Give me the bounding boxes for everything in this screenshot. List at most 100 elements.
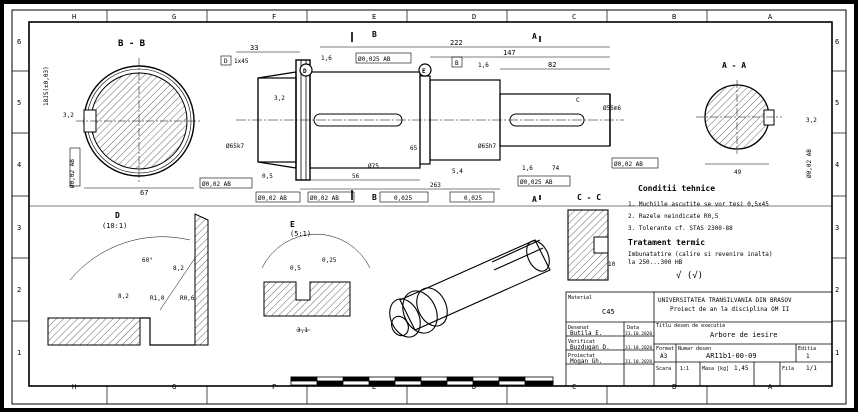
dim-74: 74 xyxy=(552,165,560,172)
tb-editia: 1 xyxy=(806,353,810,360)
section-cc-view: C - C 10 xyxy=(567,193,616,281)
grid-top-0: H xyxy=(72,13,76,21)
grid-ticks xyxy=(12,10,846,404)
detail-d-scale: (10:1) xyxy=(102,222,127,230)
dim-dia-d: Ø65h7 xyxy=(478,143,496,150)
detail-e-scale: (5:1) xyxy=(290,230,311,238)
grid-top-5: C xyxy=(572,13,576,21)
grid-bottom-4: D xyxy=(472,383,476,391)
grid-top-4: D xyxy=(472,13,476,21)
notes-cond-2: 2. Razele neindicate R0,5 xyxy=(628,213,719,220)
grid-right-5: 1 xyxy=(835,349,839,357)
grid-left-1: 5 xyxy=(17,99,21,107)
outer-frame xyxy=(11,9,847,405)
dim-r0-6: R0,6 xyxy=(180,295,195,302)
notes-tt-2: la 250...300 HB xyxy=(628,259,683,266)
grid-left-3: 3 xyxy=(17,224,21,232)
dim-60deg: 60° xyxy=(142,257,153,264)
dim-33: 33 xyxy=(250,44,258,52)
dim-1-6b: 1,6 xyxy=(478,62,489,69)
tb-desenat-label: Desenat xyxy=(568,325,589,331)
tb-project: Proiect de an la disciplina OM II xyxy=(670,306,790,313)
section-aa-view: A - A 49 3,2 Ø0,02 AB xyxy=(696,61,817,178)
dim-0-2: 8,2 xyxy=(118,293,129,300)
dim-1-6: 1,6 xyxy=(321,55,332,62)
notes-tt-title: Tratament termic xyxy=(628,237,705,247)
section-aa-title: A - A xyxy=(722,61,746,70)
tb-desenat: Butila E. xyxy=(570,330,603,337)
dim-65: 65 xyxy=(410,145,418,152)
grid-top-7: A xyxy=(768,13,773,21)
notes-cond-title: Conditii tehnice xyxy=(638,183,715,193)
detail-mark-d: D xyxy=(303,68,307,75)
main-shaft-annotations: B B A A 33 222 147 82 D 1x45 1,6 Ø0,025 … xyxy=(199,30,659,204)
dim-67: 67 xyxy=(140,189,148,197)
tb-date-3: 31.10.2020 xyxy=(625,359,652,365)
dim-49: 49 xyxy=(734,169,742,176)
detail-d-view: D (10:1) 60° 8,2 R1,0 R0,6 8,2 xyxy=(47,211,209,346)
dim-0-5-e: 0,5 xyxy=(290,265,301,272)
title-block xyxy=(565,291,833,387)
dim-r1: R1,0 xyxy=(150,295,165,302)
dim-dia-a: Ø65k7 xyxy=(226,143,244,150)
grid-right-2: 4 xyxy=(835,161,839,169)
dim-5-4: 5,4 xyxy=(452,168,463,175)
dim-3-2: 3,2 xyxy=(274,95,285,102)
tb-verificat-label: Verificat xyxy=(568,339,595,345)
dim-1-6c: 1,6 xyxy=(522,165,533,172)
grid-bottom-6: B xyxy=(672,383,676,391)
tb-masa: 1,45 xyxy=(734,365,749,372)
tb-material: C45 xyxy=(602,308,615,316)
grid-right-0: 6 xyxy=(835,38,839,46)
tol-bb: Ø0,02 AB xyxy=(69,159,76,188)
tol-right-g: Ø0,02 AB xyxy=(614,161,643,168)
notes-tt-1: Imbunatatire (calire si revenire inalta) xyxy=(628,251,773,258)
tb-scara: 1:1 xyxy=(680,366,689,372)
grid-bottom-3: E xyxy=(372,383,376,391)
tol-c: Ø0,02 AB xyxy=(258,195,287,202)
tb-fila-label: Fila xyxy=(782,366,794,372)
notes-roughness: √ (√) xyxy=(676,270,703,281)
section-mark-b-bottom: B xyxy=(372,193,377,202)
grid-right-1: 5 xyxy=(835,99,839,107)
tb-scara-label: Scara xyxy=(656,366,671,372)
grid-top-3: E xyxy=(372,13,376,21)
dim-18js: 18JS(±0,03) xyxy=(43,66,50,106)
tb-title: Arbore de iesire xyxy=(710,331,777,339)
section-cc-title: C - C xyxy=(577,193,601,202)
grid-bottom-2: F xyxy=(272,383,276,391)
datum-d: D xyxy=(224,58,228,65)
dim-0-25: 0,25 xyxy=(322,257,337,264)
tb-data-label: Data xyxy=(627,325,639,331)
grid-top-2: F xyxy=(272,13,276,21)
tol-aa: Ø0,02 AB xyxy=(806,149,813,178)
scale-ruler xyxy=(290,376,554,386)
tol-top-a: Ø0,025 AB xyxy=(358,56,391,63)
grid-top-6: B xyxy=(672,13,676,21)
grid-left-0: 6 xyxy=(17,38,21,46)
dim-82: 82 xyxy=(548,61,556,69)
tb-proiectat-label: Proiectat xyxy=(568,353,595,359)
label-c: C xyxy=(576,97,580,104)
tb-date-1: 31.10.2020 xyxy=(625,331,652,337)
tb-format-label: Format xyxy=(656,346,674,352)
tb-proiectat: Mogan Gh. xyxy=(570,358,603,365)
grid-left-2: 4 xyxy=(17,161,21,169)
dim-75: Ø75 xyxy=(368,163,379,170)
detail-e-title: E xyxy=(290,220,295,229)
inner-frame xyxy=(28,21,833,387)
dim-3-2-bb: 3,2 xyxy=(63,112,74,119)
grid-labels: H G F E D C B A H G F E D C B A 6 5 4 3 … xyxy=(17,13,839,391)
tb-masa-label: Masa [kg] xyxy=(702,366,729,372)
tb-format: A3 xyxy=(660,353,668,360)
detail-e-view: E (5:1) 3,1 0,5 0,25 xyxy=(261,220,371,334)
section-mark-b-top: B xyxy=(372,30,377,39)
grid-left-5: 1 xyxy=(17,349,21,357)
grid-bottom-1: G xyxy=(172,383,176,391)
dim-0-5: 0,5 xyxy=(262,173,273,180)
dim-147: 147 xyxy=(503,49,516,57)
dim-1x45: 1x45 xyxy=(234,58,249,65)
section-mark-a-bottom: A xyxy=(532,195,537,204)
grid-bottom-7: A xyxy=(768,383,773,391)
